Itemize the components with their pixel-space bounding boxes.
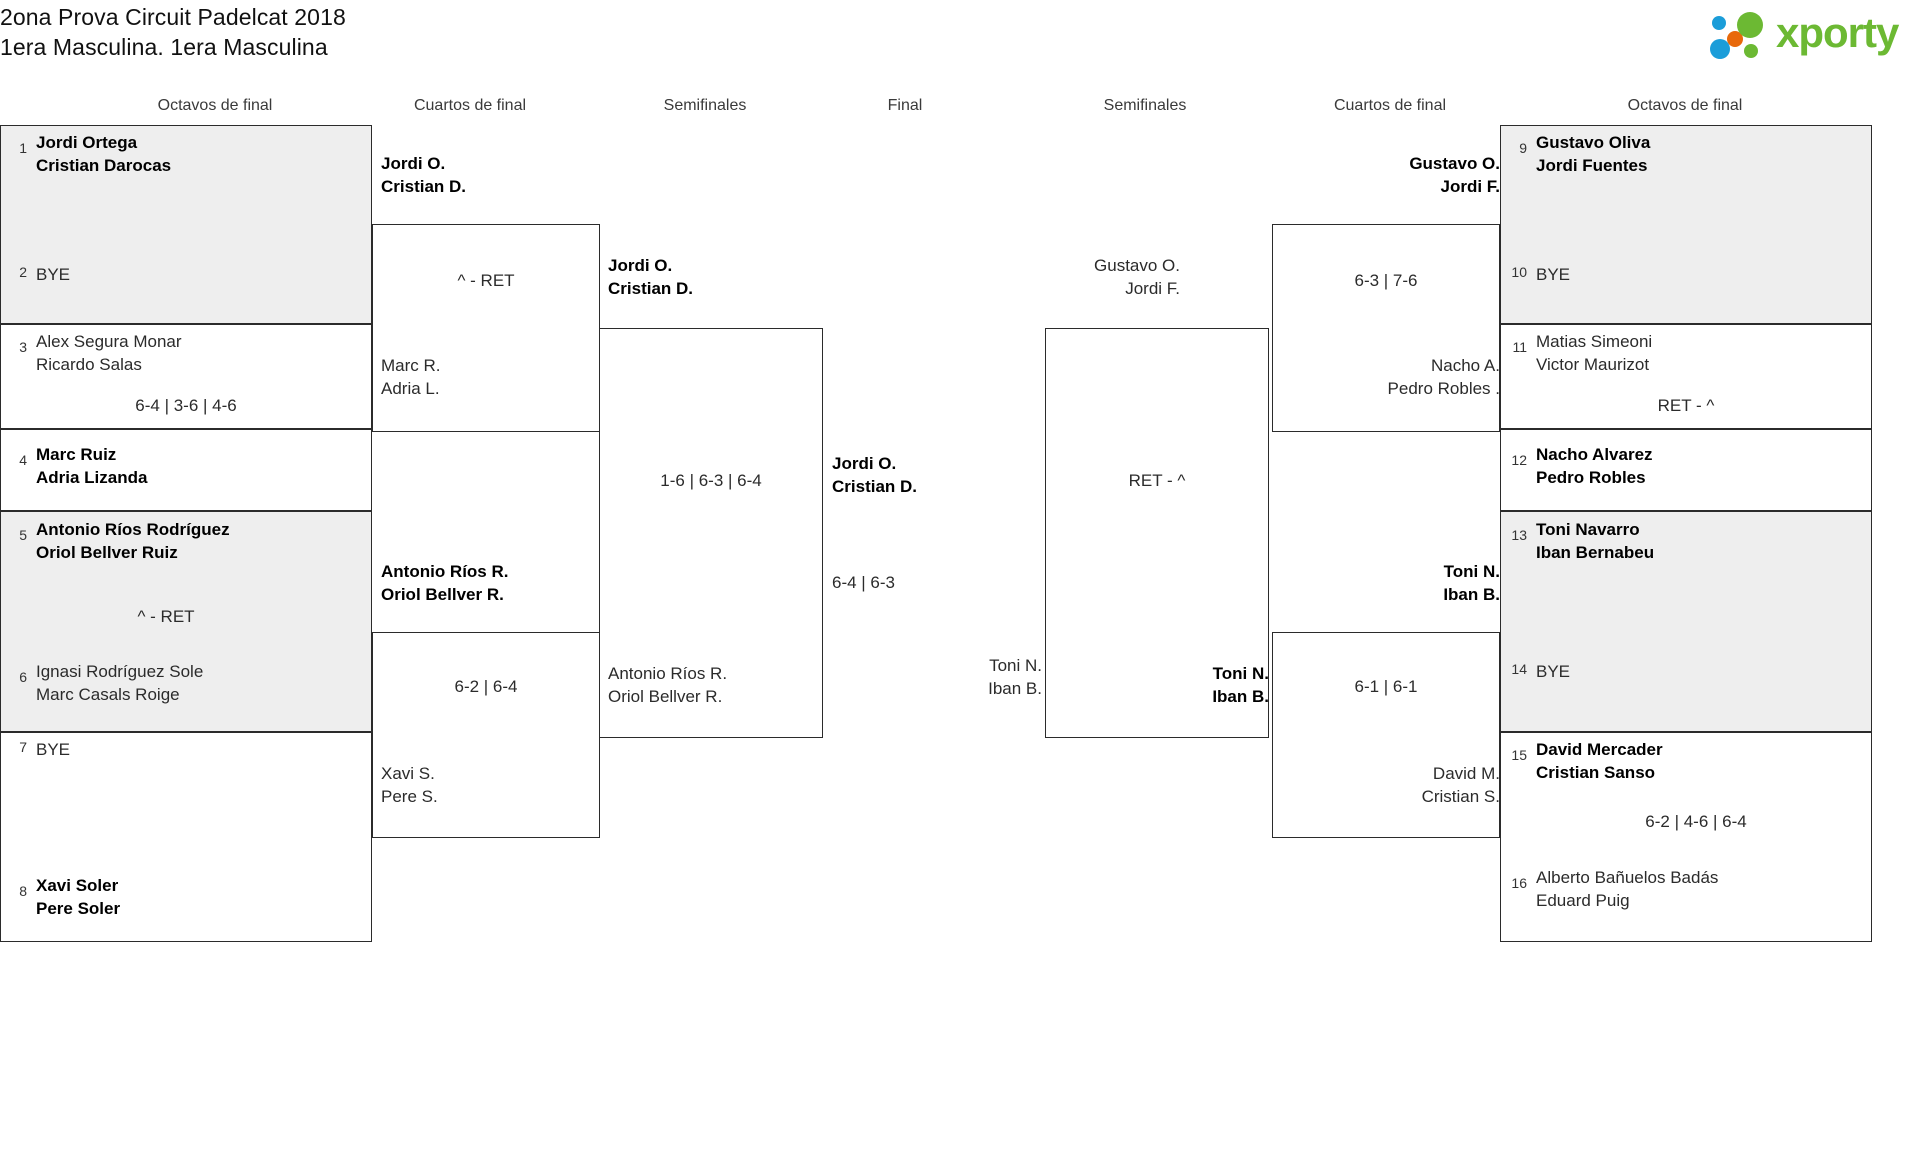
player-name: Antonio Ríos Rodríguez: [36, 520, 230, 539]
page-title: 2ona Prova Circuit Padelcat 2018 1era Ma…: [0, 2, 346, 62]
qf-team-right-1-top: Gustavo O.Jordi F.: [1409, 154, 1500, 196]
seed-number: 6: [19, 669, 27, 685]
connector-box-left-sf: [599, 328, 823, 738]
player-name: Jordi Fuentes: [1536, 156, 1648, 175]
seed-number: 10: [1511, 264, 1527, 280]
player-name: Jordi Ortega: [36, 133, 138, 152]
player-name: Iban Bernabeu: [1536, 543, 1655, 562]
tournament-name: 2ona Prova Circuit Padelcat 2018: [0, 4, 346, 30]
match-cell-l16-2-bot[interactable]: 4 Marc Ruiz Adria Lizanda: [0, 429, 372, 511]
match-score: RET - ^: [1128, 471, 1186, 490]
final-team-left: Jordi O.Cristian D.: [832, 454, 918, 496]
match-score: 6-1 | 6-1: [1354, 677, 1418, 696]
match-score: ^ - RET: [137, 607, 195, 626]
player-name: Xavi Soler: [36, 876, 119, 895]
round-header-left-r16: Octavos de final: [157, 97, 273, 114]
seed-number: 11: [1512, 339, 1527, 355]
match-cell-r16-2-bot[interactable]: 12 Nacho Alvarez Pedro Robles: [1500, 429, 1872, 511]
match-cell-r16-2-top[interactable]: 11 Matias Simeoni Victor Maurizot RET - …: [1500, 324, 1872, 429]
seed-number: 9: [1519, 140, 1527, 156]
round-header-right-qf: Cuartos de final: [1333, 97, 1447, 114]
match-cell-r16-1[interactable]: 9 Gustavo Oliva Jordi Fuentes 10 BYE: [1500, 125, 1872, 324]
match-score: 6-4 | 3-6 | 4-6: [135, 396, 237, 415]
sf-team-right-top: Gustavo O.Jordi F.: [1094, 256, 1180, 298]
match-score: 1-6 | 6-3 | 6-4: [660, 471, 762, 490]
qf-team-right-2-bot: David M.Cristian S.: [1421, 764, 1500, 806]
sf-team-right-bot: Toni N.Iban B.: [1212, 664, 1269, 706]
match-cell-l16-1[interactable]: 1 Jordi Ortega Cristian Darocas 2 BYE: [0, 125, 372, 324]
player-name: Adria Lizanda: [36, 468, 148, 487]
match-cell-l16-3[interactable]: 5 Antonio Ríos Rodríguez Oriol Bellver R…: [0, 511, 372, 732]
qf-team-left-2-bot: Xavi S.Pere S.: [381, 764, 438, 806]
final-team-right: Toni N.Iban B.: [988, 656, 1042, 698]
match-score: ^ - RET: [457, 271, 515, 290]
sf-team-left-bot: Antonio Ríos R.Oriol Bellver R.: [608, 664, 728, 706]
player-name: Ricardo Salas: [36, 355, 142, 374]
tournament-category: 1era Masculina. 1era Masculina: [0, 34, 328, 60]
player-name: BYE: [36, 265, 71, 284]
sf-team-left-top: Jordi O.Cristian D.: [608, 256, 694, 298]
player-name: David Mercader: [1536, 740, 1663, 759]
seed-number: 7: [19, 739, 27, 755]
match-score: 6-2 | 6-4: [454, 677, 518, 696]
qf-team-right-2-top: Toni N.Iban B.: [1443, 562, 1500, 604]
seed-number: 14: [1511, 661, 1527, 677]
xporty-logo[interactable]: xporty: [1710, 6, 1915, 60]
seed-number: 4: [19, 452, 27, 468]
player-name: Toni Navarro: [1536, 520, 1640, 539]
seed-number: 3: [19, 339, 27, 355]
connector-box-left-qf-1: [372, 224, 600, 432]
player-name: Oriol Bellver Ruiz: [36, 543, 178, 562]
player-name: Matias Simeoni: [1536, 332, 1653, 351]
seed-number: 16: [1511, 875, 1527, 891]
player-name: Ignasi Rodríguez Sole: [36, 662, 204, 681]
player-name: BYE: [36, 740, 71, 759]
player-name: Gustavo Oliva: [1536, 133, 1651, 152]
match-score: 6-2 | 4-6 | 6-4: [1645, 812, 1747, 831]
logo-dots-icon: [1710, 12, 1772, 59]
connector-box-right-sf: [1045, 328, 1269, 738]
final-score: 6-4 | 6-3: [832, 573, 896, 592]
match-score: RET - ^: [1657, 396, 1715, 415]
connector-box-right-qf-1: [1272, 224, 1500, 432]
round-header-left-qf: Cuartos de final: [413, 97, 527, 114]
player-name: Marc Ruiz: [36, 445, 117, 464]
player-name: Cristian Sanso: [1536, 763, 1656, 782]
qf-team-right-1-bot: Nacho A.Pedro Robles .: [1387, 356, 1500, 398]
player-name: Marc Casals Roige: [36, 685, 180, 704]
seed-number: 12: [1511, 452, 1527, 468]
match-cell-r16-3[interactable]: 13 Toni Navarro Iban Bernabeu 14 BYE: [1500, 511, 1872, 732]
player-name: Alex Segura Monar: [36, 332, 182, 351]
connector-box-right-qf-2: [1272, 632, 1500, 838]
player-name: Cristian Darocas: [36, 156, 172, 175]
match-cell-l16-2-top[interactable]: 3 Alex Segura Monar Ricardo Salas 6-4 | …: [0, 324, 372, 429]
round-header-left-sf: Semifinales: [663, 97, 747, 114]
match-score: 6-3 | 7-6: [1354, 271, 1418, 290]
player-name: BYE: [1536, 265, 1571, 284]
round-header-right-sf: Semifinales: [1103, 97, 1187, 114]
round-header-final: Final: [887, 97, 923, 114]
player-name: Alberto Bañuelos Badás: [1536, 868, 1719, 887]
player-name: BYE: [1536, 662, 1571, 681]
seed-number: 1: [19, 140, 27, 156]
player-name: Pedro Robles: [1536, 468, 1646, 487]
seed-number: 8: [19, 883, 27, 899]
seed-number: 5: [19, 527, 27, 543]
match-cell-r16-4[interactable]: 15 David Mercader Cristian Sanso 6-2 | 4…: [1500, 732, 1872, 942]
player-name: Nacho Alvarez: [1536, 445, 1653, 464]
seed-number: 13: [1511, 527, 1527, 543]
qf-team-left-1-bot: Marc R.Adria L.: [381, 356, 441, 398]
qf-team-left-2-top: Antonio Ríos R.Oriol Bellver R.: [381, 562, 509, 604]
seed-number: 15: [1511, 747, 1527, 763]
seed-number: 2: [19, 264, 27, 280]
player-name: Eduard Puig: [1536, 891, 1630, 910]
qf-team-left-1-top: Jordi O.Cristian D.: [381, 154, 467, 196]
logo-wordmark: xporty: [1776, 9, 1899, 56]
match-cell-l16-4[interactable]: 7 BYE 8 Xavi Soler Pere Soler: [0, 732, 372, 942]
player-name: Pere Soler: [36, 899, 121, 918]
round-header-right-r16: Octavos de final: [1627, 97, 1743, 114]
player-name: Victor Maurizot: [1536, 355, 1650, 374]
